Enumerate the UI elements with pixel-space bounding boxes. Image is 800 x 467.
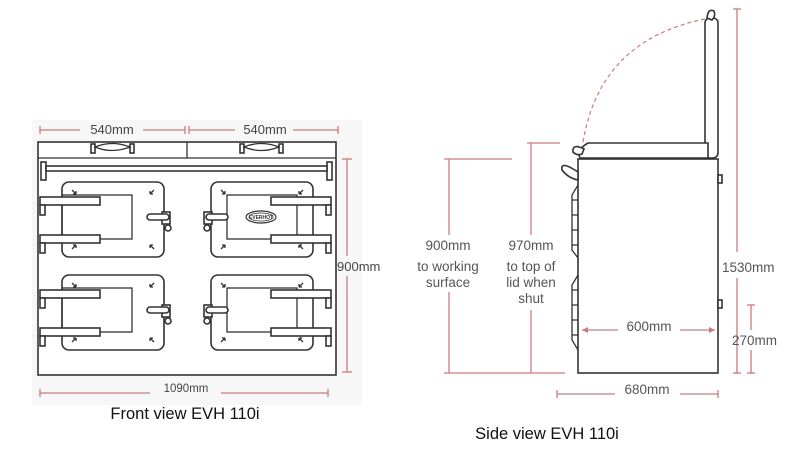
towel-rail	[40, 161, 333, 181]
dim-plinth-label: 270mm	[732, 333, 777, 348]
dim-front-height-label: 900mm	[337, 259, 380, 274]
dim-lid-open-height: 1530mm	[722, 8, 775, 374]
side-view: 900mm to working surface 970mm to top of…	[417, 8, 777, 443]
oven-door-bottom-right	[203, 274, 332, 351]
lid-shut-handle	[572, 145, 586, 156]
rear-fitting-upper	[717, 174, 723, 184]
lid-handle-right	[239, 142, 284, 154]
dim-left-width: 540mm	[39, 122, 186, 137]
cooker-body-side	[577, 158, 719, 374]
dim-inner-depth: 600mm	[582, 319, 715, 334]
dim-front-height: 900mm	[337, 158, 380, 373]
dim-lid-shut-line4: shut	[518, 291, 544, 306]
dim-working-surface-value: 900mm	[425, 238, 470, 253]
dim-working-surface-line2: to working	[417, 259, 479, 274]
oven-door-top-left	[39, 181, 172, 258]
front-view-caption: Front view EVH 110i	[110, 405, 259, 423]
upper-door-side	[571, 184, 579, 259]
brand-badge: EVERHOT	[245, 210, 277, 224]
lid-open-handle	[706, 9, 716, 21]
dim-right-width-label: 540mm	[243, 122, 286, 137]
dim-lid-open-label: 1530mm	[722, 260, 775, 275]
lower-door-side	[571, 274, 579, 351]
dim-plinth: 270mm	[732, 304, 777, 374]
dim-total-depth-label: 680mm	[624, 382, 669, 397]
towel-rail-side	[561, 164, 579, 181]
side-view-caption: Side view EVH 110i	[475, 425, 619, 443]
lid-open	[704, 17, 719, 159]
dim-lid-shut: 970mm to top of lid when shut	[506, 142, 560, 373]
dim-right-width: 540mm	[188, 122, 339, 137]
dim-working-surface: 900mm to working surface	[417, 158, 565, 374]
dim-lid-shut-line2: to top of	[507, 259, 556, 274]
oven-door-bottom-left	[39, 274, 172, 351]
dim-working-surface-line3: surface	[426, 275, 470, 290]
front-view: 540mm 540mm 900mm 1090mm Front view EVH …	[32, 120, 380, 423]
dim-total-width: 1090mm	[39, 383, 329, 397]
dim-lid-shut-line3: lid when	[506, 275, 556, 290]
dim-lid-shut-value: 970mm	[508, 238, 553, 253]
dim-left-width-label: 540mm	[90, 122, 133, 137]
lid-shut	[578, 142, 709, 159]
brand-badge-text: EVERHOT	[249, 215, 273, 221]
lid-handle-left	[90, 142, 135, 154]
lid-swing-arc	[582, 18, 706, 143]
dim-total-depth: 680mm	[556, 382, 719, 398]
dim-total-width-label: 1090mm	[164, 383, 209, 395]
dim-inner-depth-label: 600mm	[626, 319, 671, 334]
rear-fitting-lower	[717, 299, 723, 309]
